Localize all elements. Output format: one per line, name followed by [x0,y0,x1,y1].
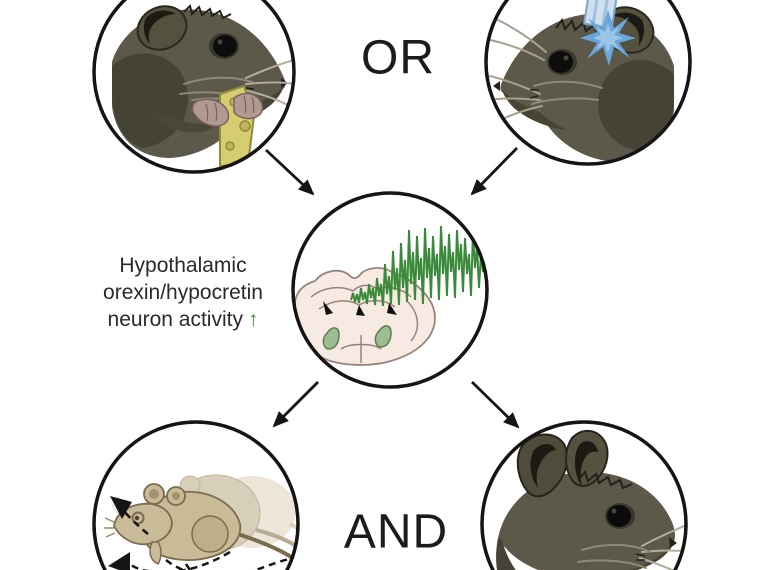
activity-trace [350,225,486,307]
label-line-2: orexin/hypocretin [103,281,263,304]
mouse-paw-2 [233,92,264,120]
hypothalamic-label: Hypothalamic orexin/hypocretin neuron ac… [77,252,289,333]
mouse-eye [607,505,631,527]
mouse-locomotion-trajectories-icon [92,420,300,570]
mouse-nose [669,537,677,548]
node-bottom-right-circle [478,418,690,570]
node-center-circle [289,189,491,391]
arrow-center-to-bottomleft [272,381,319,428]
mouse-eye [213,35,237,57]
mouse-nose [493,81,500,91]
mouse-eating-cheese-icon [92,0,296,174]
node-top-right-circle [482,0,694,168]
label-line-3: neuron activity↑ [107,308,259,331]
up-arrow-glyph: ↑ [247,308,259,331]
dashed-trajectories [122,509,295,570]
mouse-head [498,471,675,570]
brain-orexin-activity-icon [291,191,489,389]
orexin-nuclei [322,325,392,350]
mouse-eye [549,51,573,73]
node-top-left-circle [88,0,300,178]
mouse-optogenetic-stimulation-icon [484,0,692,166]
mouse-paw [191,98,230,127]
node-bottom-left-circle [90,418,302,570]
arrow-topleft-to-center [265,148,315,196]
arrow-topright-to-center [470,147,519,196]
awake-mouse-head-icon [480,420,688,570]
trajectory-arrowhead-2 [108,552,130,570]
trajectory-arrowhead [110,496,132,519]
arrow-center-to-bottomright [471,380,520,429]
and-label: AND [343,505,449,559]
or-label: OR [361,31,435,85]
label-line-1: Hypothalamic [119,254,247,277]
